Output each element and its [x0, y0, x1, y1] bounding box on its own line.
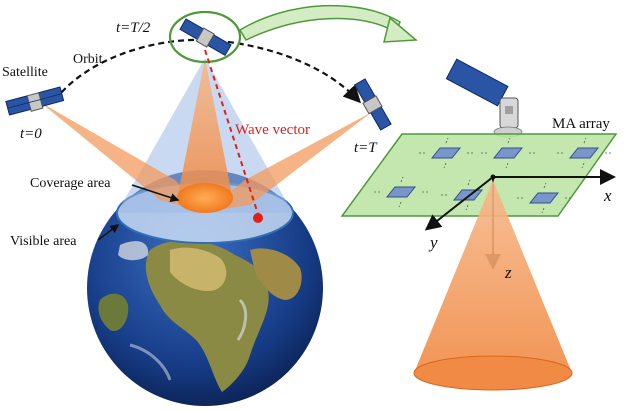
zoom-arrow [240, 6, 416, 42]
satellite-icon-array [446, 59, 522, 137]
label-wave-vector: Wave vector [235, 122, 310, 138]
label-orbit: Orbit [73, 52, 103, 67]
label-ma-array: MA array [552, 116, 610, 132]
label-coverage-area: Coverage area [30, 176, 111, 191]
label-t-zero: t=0 [20, 126, 42, 142]
array-beam-footprint [414, 356, 572, 390]
coverage-area-core [177, 183, 233, 213]
label-t-half: t=T/2 [116, 20, 151, 36]
label-axis-y: y [428, 233, 438, 252]
label-visible-area: Visible area [10, 234, 77, 249]
wave-vector-endpoint [253, 213, 263, 223]
axis-origin [491, 175, 496, 180]
label-axis-x: x [603, 186, 612, 205]
array-plane [342, 134, 616, 216]
label-axis-z: z [504, 263, 512, 282]
satellite-icon-right [353, 78, 392, 131]
label-satellite: Satellite [2, 65, 48, 80]
ma-array-panel: MA array x y z [342, 59, 616, 390]
label-t-end: t=T [354, 140, 378, 156]
